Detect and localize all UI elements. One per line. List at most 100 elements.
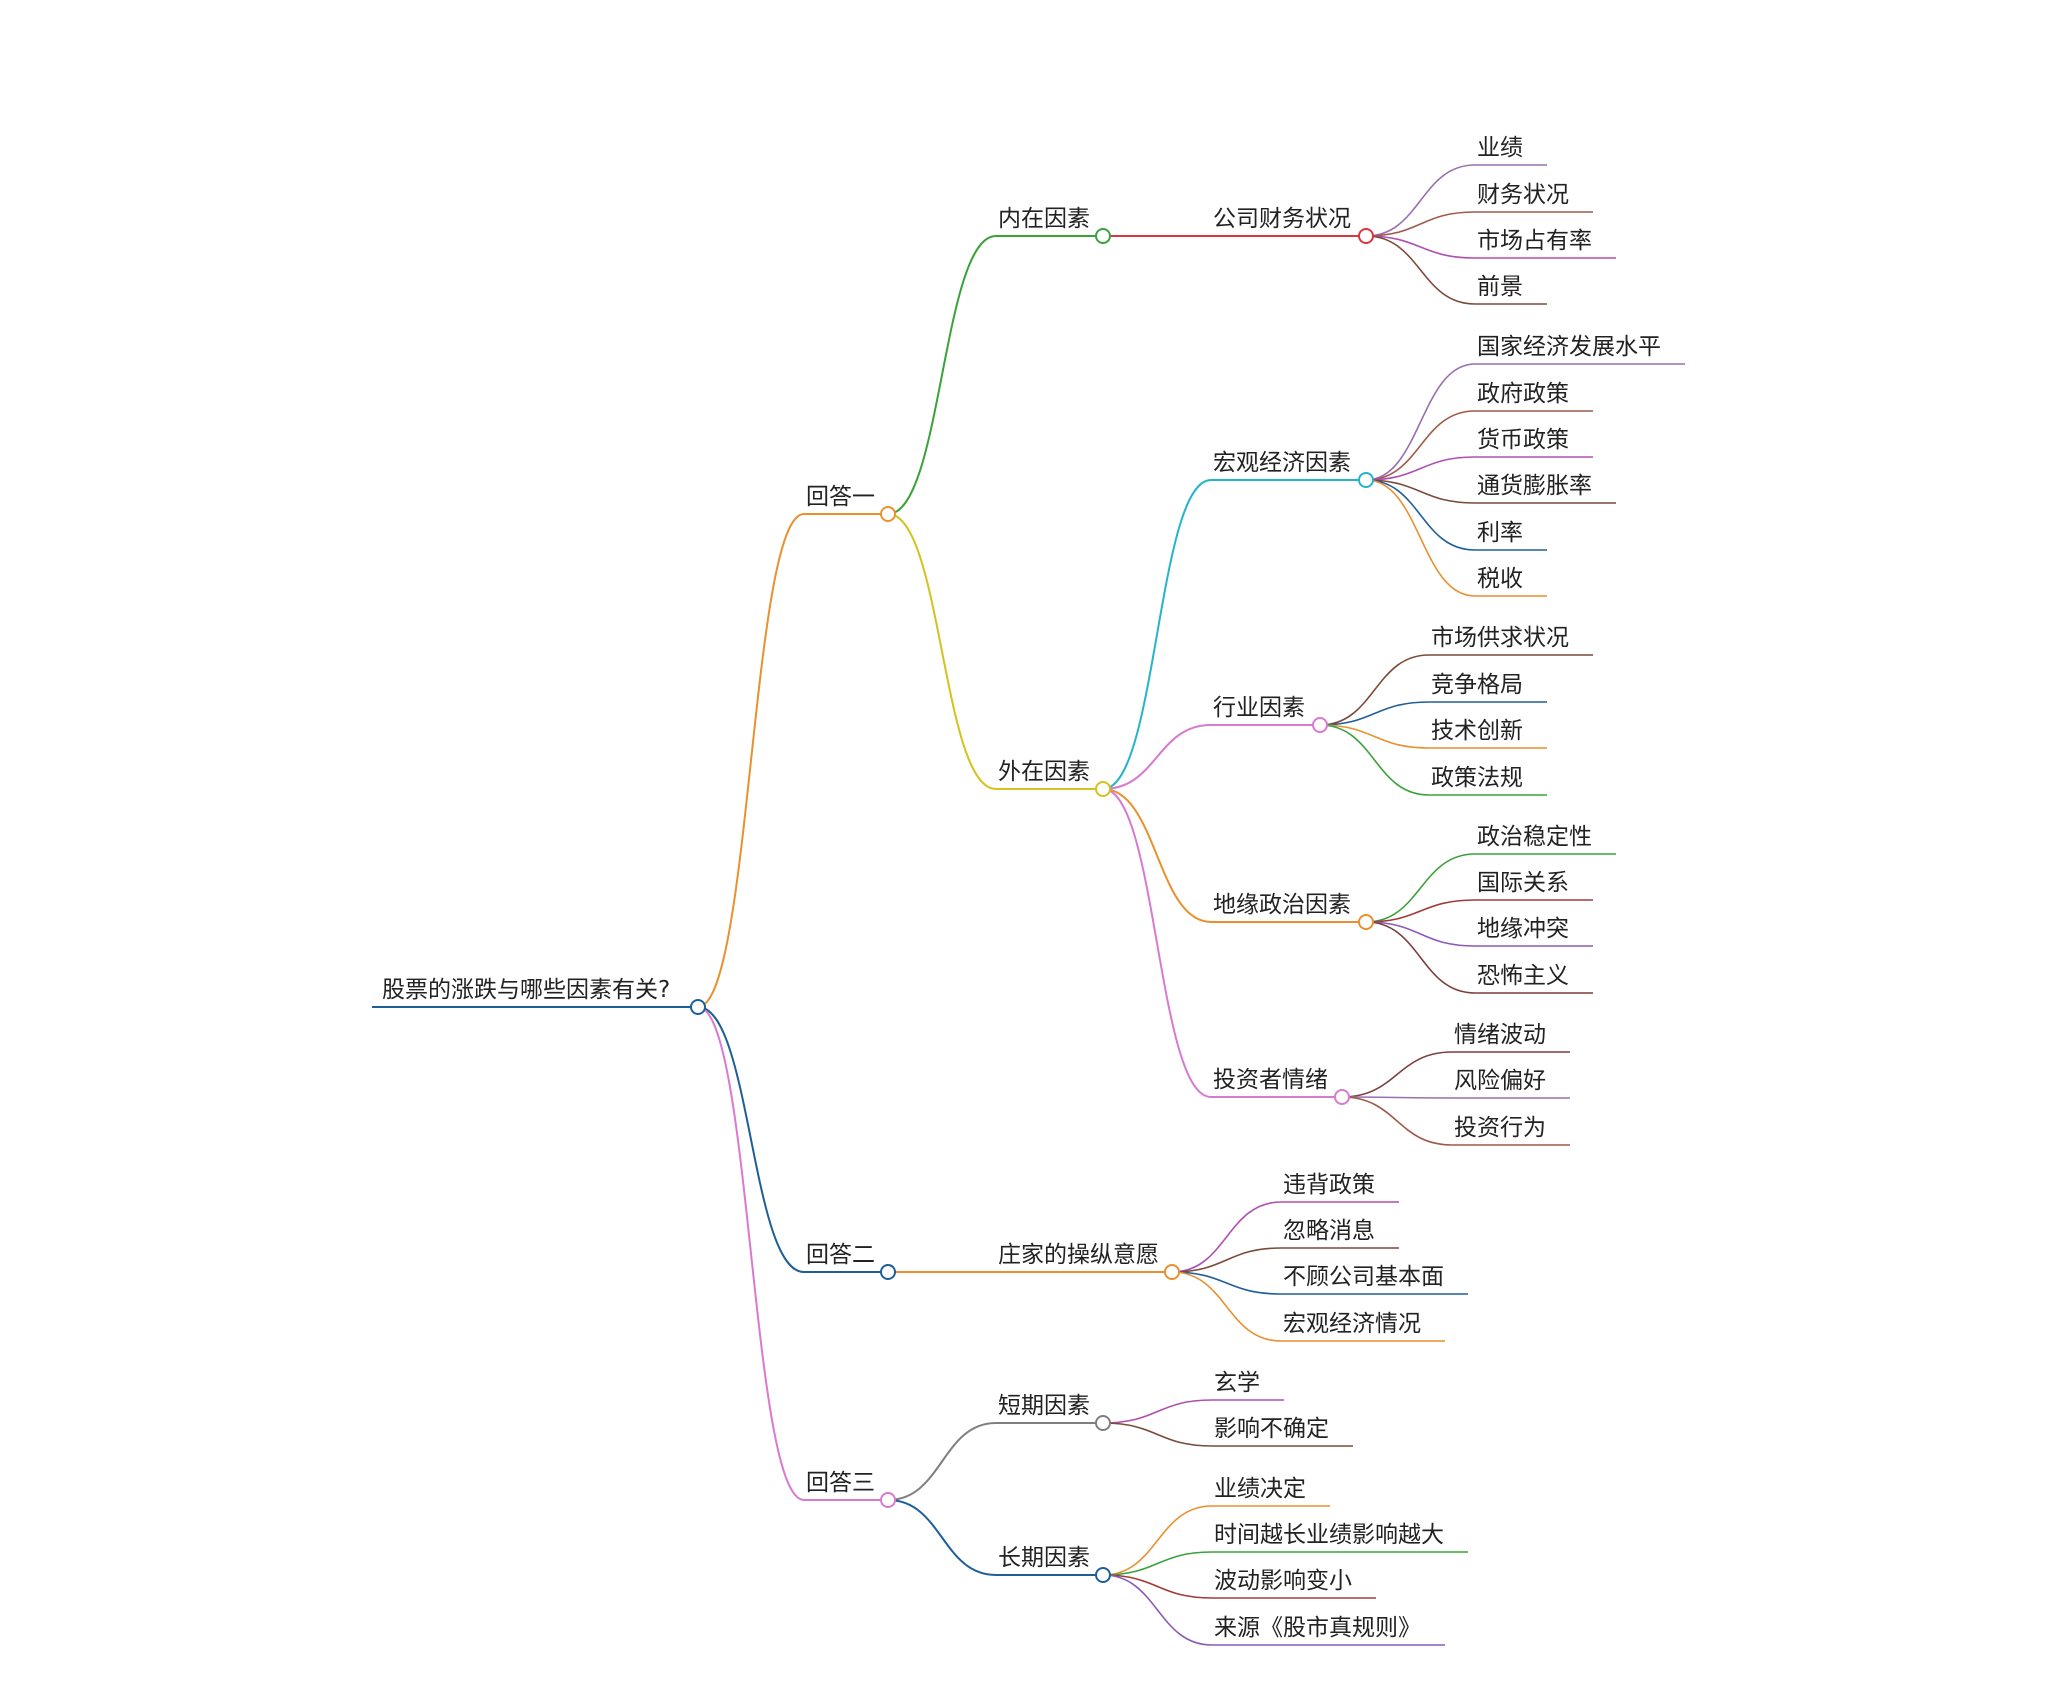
node-dot-2-1[interactable] [1164, 1264, 1180, 1280]
leaf-label-1-1-1-2: 财务状况 [1477, 182, 1569, 208]
connector-leaf-1-2-2-4 [1319, 724, 1430, 796]
connector-leaf-1-2-3-3 [1365, 921, 1476, 947]
connector-root-to-1 [697, 513, 805, 1008]
node-dot-1-2-2[interactable] [1312, 717, 1328, 733]
connector-leaf-1-2-1-5 [1365, 479, 1476, 551]
node-dot-1-2-3[interactable] [1358, 914, 1374, 930]
connector-leaf-3-2-3 [1102, 1574, 1213, 1599]
connector-leaf-3-2-2 [1102, 1551, 1213, 1576]
node-dot-3-2[interactable] [1095, 1567, 1111, 1583]
connector-leaf-1-2-3-4 [1365, 921, 1476, 994]
topic-label-1-2-1: 宏观经济因素 [1213, 450, 1351, 476]
connector-leaf-1-2-2-3 [1319, 724, 1430, 749]
subtopic-label-2-1: 庄家的操纵意愿 [998, 1242, 1159, 1268]
connector-leaf-3-2-4 [1102, 1574, 1213, 1646]
connector-leaf-1-1-1-1 [1365, 164, 1476, 237]
leaf-label-2-1-1: 违背政策 [1283, 1172, 1375, 1198]
connector-leaf-2-1-1 [1171, 1201, 1282, 1273]
node-dot-1-2-4[interactable] [1334, 1089, 1350, 1105]
connector-leaf-2-1-4 [1171, 1271, 1282, 1342]
connector-leaf-1-2-3-2 [1365, 899, 1476, 923]
leaf-label-3-1-1: 玄学 [1214, 1370, 1260, 1396]
connector-leaf-1-2-1-4 [1365, 479, 1476, 504]
node-dot-1-2[interactable] [1095, 781, 1111, 797]
leaf-label-1-2-3-1: 政治稳定性 [1477, 824, 1592, 850]
node-dot-branch-3[interactable] [880, 1492, 896, 1508]
connector-leaf-1-2-2-1 [1319, 654, 1430, 726]
connector-branch-3-to-2 [887, 1499, 997, 1576]
leaf-label-1-2-2-1: 市场供求状况 [1431, 625, 1569, 651]
connector-1-2-to-3 [1102, 788, 1212, 923]
connector-root-to-2 [697, 1006, 805, 1273]
leaf-label-1-2-1-6: 税收 [1477, 566, 1523, 592]
leaf-label-1-2-3-2: 国际关系 [1477, 870, 1569, 896]
leaf-label-1-2-3-4: 恐怖主义 [1477, 963, 1569, 989]
topic-label-1-2-2: 行业因素 [1213, 695, 1305, 721]
connector-leaf-3-1-1 [1102, 1399, 1213, 1424]
root-topic-label: 股票的涨跌与哪些因素有关? [382, 977, 670, 1003]
connector-branch-1-to-1 [887, 235, 997, 515]
subtopic-label-3-2: 长期因素 [998, 1545, 1090, 1571]
connector-1-2-to-1 [1102, 479, 1212, 790]
connector-leaf-1-2-4-2 [1341, 1096, 1453, 1099]
leaf-label-3-1-2: 影响不确定 [1214, 1416, 1329, 1442]
connector-leaf-1-2-4-1 [1341, 1051, 1453, 1098]
leaf-label-3-2-1: 业绩决定 [1214, 1476, 1306, 1502]
topic-label-1-2-4: 投资者情绪 [1213, 1067, 1328, 1093]
connector-leaf-3-2-1 [1102, 1505, 1213, 1576]
connector-leaf-1-2-3-1 [1365, 853, 1476, 923]
node-dot-branch-1[interactable] [880, 506, 896, 522]
subtopic-label-1-1: 内在因素 [998, 206, 1090, 232]
connector-leaf-1-1-1-3 [1365, 235, 1476, 259]
node-dot-root[interactable] [690, 999, 706, 1015]
connector-leaf-1-2-1-3 [1365, 456, 1476, 481]
leaf-label-1-2-1-1: 国家经济发展水平 [1477, 334, 1661, 360]
connector-branch-1-to-2 [887, 513, 997, 790]
leaf-label-1-2-4-2: 风险偏好 [1454, 1068, 1546, 1094]
leaf-label-1-2-1-4: 通货膨胀率 [1477, 473, 1592, 499]
leaf-label-1-2-1-3: 货币政策 [1477, 427, 1569, 453]
leaf-label-2-1-3: 不顾公司基本面 [1283, 1264, 1444, 1290]
topic-label-1-1-1: 公司财务状况 [1213, 206, 1351, 232]
leaf-label-3-2-3: 波动影响变小 [1214, 1568, 1352, 1594]
mind-map-connectors [372, 164, 1685, 1646]
connector-leaf-2-1-3 [1171, 1271, 1282, 1295]
node-dot-1-2-1[interactable] [1358, 472, 1374, 488]
connector-leaf-2-1-2 [1171, 1247, 1282, 1273]
connector-leaf-1-2-1-2 [1365, 410, 1476, 481]
leaf-label-1-2-2-3: 技术创新 [1431, 718, 1523, 744]
connector-leaf-1-2-1-1 [1365, 363, 1476, 481]
node-dot-branch-2[interactable] [880, 1264, 896, 1280]
leaf-label-1-2-1-5: 利率 [1477, 520, 1523, 546]
leaf-label-2-1-4: 宏观经济情况 [1283, 1311, 1421, 1337]
leaf-label-1-1-1-4: 前景 [1477, 274, 1523, 300]
leaf-label-1-1-1-1: 业绩 [1477, 135, 1523, 161]
leaf-label-3-2-2: 时间越长业绩影响越大 [1214, 1522, 1444, 1548]
connector-1-2-to-4 [1102, 788, 1212, 1098]
leaf-label-1-2-4-3: 投资行为 [1454, 1115, 1546, 1141]
leaf-label-1-2-2-4: 政策法规 [1431, 765, 1523, 791]
connector-root-to-3 [697, 1006, 805, 1501]
node-dot-1-1-1[interactable] [1358, 228, 1374, 244]
connector-leaf-1-1-1-2 [1365, 211, 1476, 237]
leaf-label-2-1-2: 忽略消息 [1283, 1218, 1375, 1244]
leaf-label-1-2-2-2: 竞争格局 [1431, 672, 1523, 698]
branch-label-2: 回答二 [806, 1242, 875, 1268]
connector-leaf-1-2-4-3 [1341, 1096, 1453, 1146]
mind-map-nodes: 股票的涨跌与哪些因素有关?回答一内在因素公司财务状况业绩财务状况市场占有率前景外… [382, 135, 1661, 1641]
connector-leaf-1-1-1-4 [1365, 235, 1476, 305]
leaf-label-1-2-1-2: 政府政策 [1477, 381, 1569, 407]
leaf-label-3-2-4: 来源《股市真规则》 [1214, 1615, 1421, 1641]
connector-leaf-1-2-2-2 [1319, 701, 1430, 726]
leaf-label-1-2-3-3: 地缘冲突 [1477, 916, 1569, 942]
topic-label-1-2-3: 地缘政治因素 [1213, 892, 1351, 918]
subtopic-label-3-1: 短期因素 [998, 1393, 1090, 1419]
branch-label-3: 回答三 [806, 1470, 875, 1496]
leaf-label-1-2-4-1: 情绪波动 [1454, 1022, 1546, 1048]
leaf-label-1-1-1-3: 市场占有率 [1477, 228, 1592, 254]
node-dot-1-1[interactable] [1095, 228, 1111, 244]
connector-branch-3-to-1 [887, 1422, 997, 1501]
node-dot-3-1[interactable] [1095, 1415, 1111, 1431]
subtopic-label-1-2: 外在因素 [998, 759, 1090, 785]
